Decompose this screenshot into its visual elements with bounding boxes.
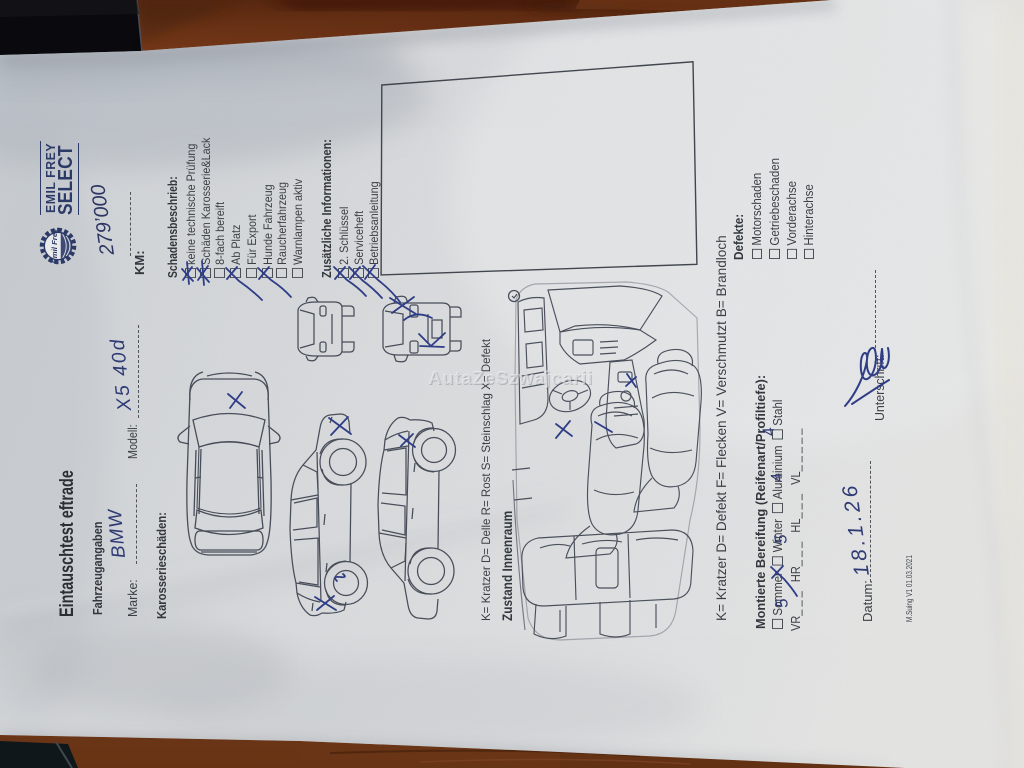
svg-text:Emil Frey: Emil Frey xyxy=(50,228,59,264)
svg-text:AutaZeSzwajcarii: AutaZeSzwajcarii xyxy=(428,367,593,388)
svg-text:AutaZeSzwajcarii: AutaZeSzwajcarii xyxy=(429,368,594,389)
